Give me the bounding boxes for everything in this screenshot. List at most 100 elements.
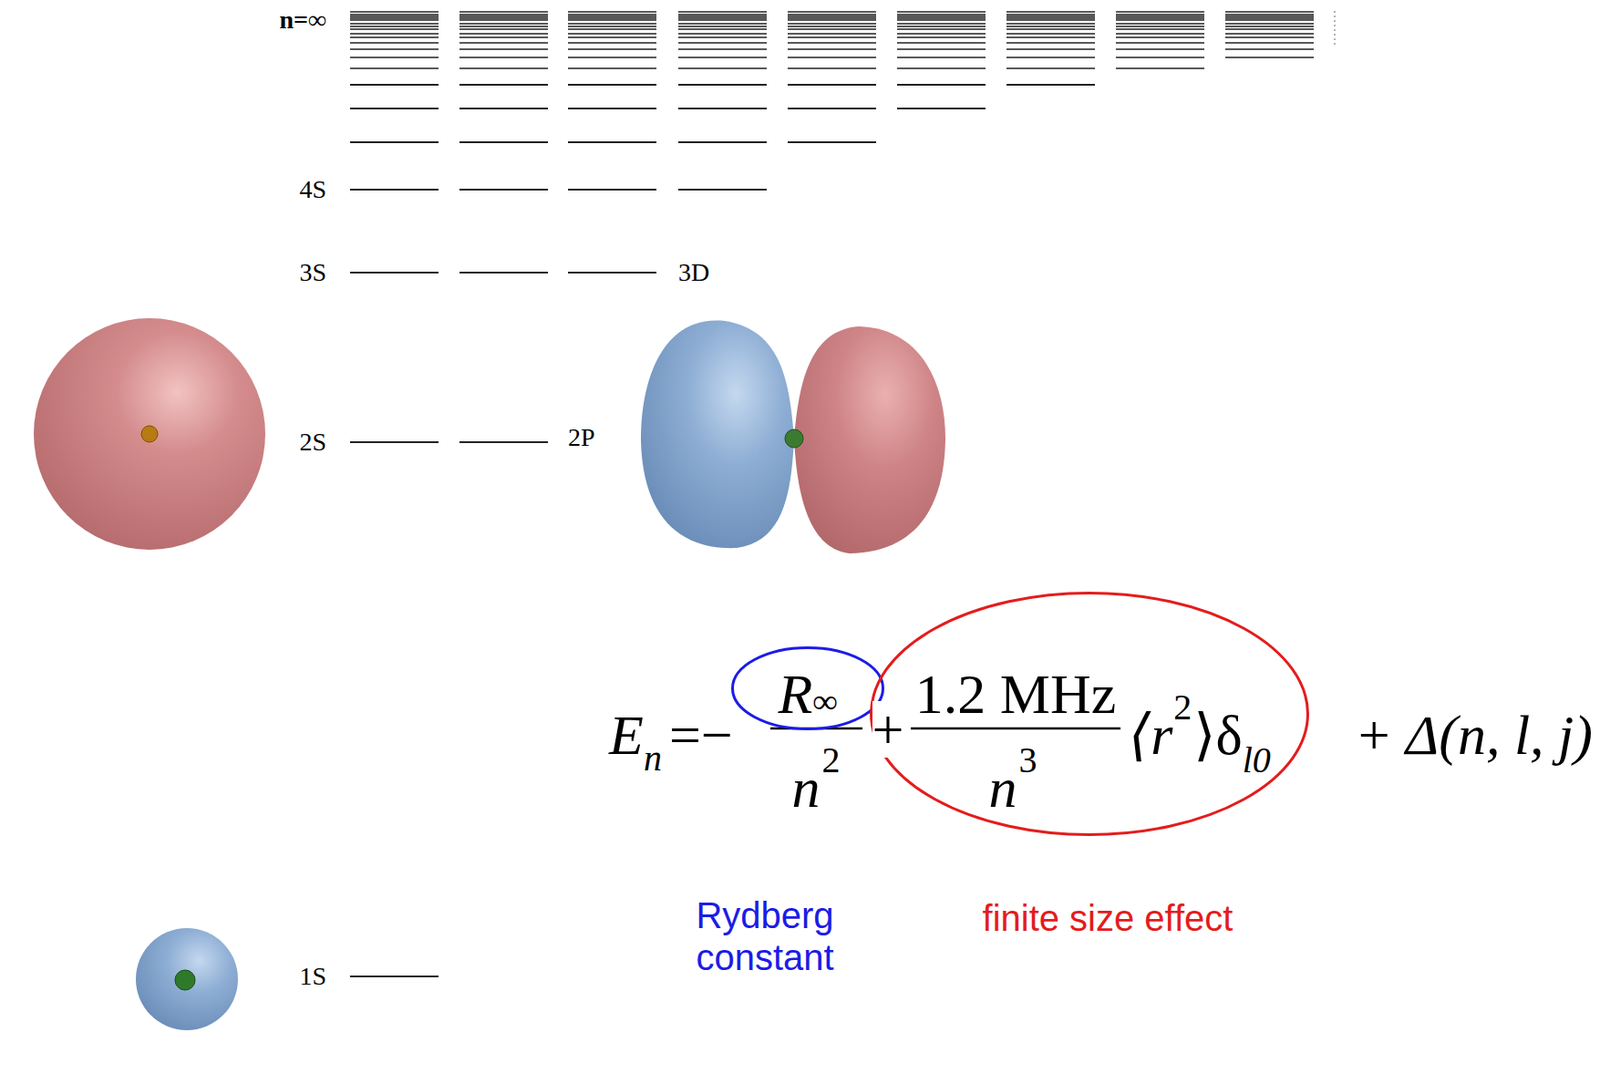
energy-level-line xyxy=(459,19,548,21)
energy-level-line xyxy=(787,15,877,18)
energy-level-line xyxy=(1115,15,1205,18)
energy-level-line xyxy=(787,107,877,110)
energy-level-line xyxy=(459,41,548,44)
energy-level-line xyxy=(459,32,548,35)
energy-level-line xyxy=(459,22,548,25)
formula-symbol: E xyxy=(609,706,644,764)
level-label: 2P xyxy=(567,424,596,451)
energy-level-line xyxy=(897,36,986,39)
energy-level-line xyxy=(1115,67,1205,70)
energy-level-line xyxy=(678,32,767,35)
energy-level-line xyxy=(897,48,986,51)
nucleus-dot xyxy=(141,425,158,443)
energy-level-line xyxy=(350,141,439,144)
energy-level-line xyxy=(678,10,767,13)
energy-level-line xyxy=(459,83,548,86)
energy-level-line xyxy=(459,56,548,59)
energy-level-line xyxy=(350,32,439,35)
energy-level-line xyxy=(678,48,767,51)
energy-level-line xyxy=(1225,48,1314,51)
level-label: 4S xyxy=(299,176,327,203)
energy-level-line xyxy=(567,56,657,59)
energy-level-line xyxy=(350,48,439,51)
energy-level-line xyxy=(350,271,439,274)
energy-level-line xyxy=(459,25,548,28)
energy-level-line xyxy=(567,25,657,28)
energy-level-line xyxy=(1225,13,1314,16)
fraction-bar xyxy=(910,727,1121,731)
level-label: n=∞ xyxy=(279,7,328,33)
energy-level-line xyxy=(787,13,877,16)
energy-level-line xyxy=(678,56,767,59)
energy-level-line xyxy=(1225,36,1314,39)
energy-level-line xyxy=(1115,22,1205,25)
energy-level-line xyxy=(678,13,767,16)
energy-level-line xyxy=(567,10,657,13)
energy-level-line xyxy=(567,67,657,70)
energy-level-line xyxy=(678,141,767,144)
energy-level-line xyxy=(1115,41,1205,44)
energy-level-line xyxy=(897,67,986,70)
formula-symbol: + xyxy=(872,701,905,758)
energy-level-line xyxy=(678,25,767,28)
energy-level-line xyxy=(678,107,767,110)
energy-level-line xyxy=(567,188,657,191)
energy-level-line xyxy=(678,28,767,31)
energy-level-line xyxy=(1225,22,1314,25)
formula-term: + Δ(n, l, j) xyxy=(1354,706,1593,764)
energy-level-line xyxy=(567,41,657,44)
energy-level-line xyxy=(350,67,439,70)
energy-level-line xyxy=(1115,48,1205,51)
energy-level-line xyxy=(350,41,439,44)
energy-level-line xyxy=(1225,17,1314,20)
energy-level-line xyxy=(567,13,657,16)
energy-level-line xyxy=(678,188,767,191)
energy-level-line xyxy=(567,48,657,51)
s-orbital-1s xyxy=(135,928,238,1031)
energy-level-line xyxy=(350,17,439,20)
energy-level-line xyxy=(897,25,986,28)
energy-level-line xyxy=(1006,32,1095,35)
energy-level-line xyxy=(1006,25,1095,28)
energy-level-line xyxy=(1115,56,1205,59)
energy-level-line xyxy=(897,32,986,35)
level-label: 3D xyxy=(678,259,710,286)
energy-level-line xyxy=(1225,32,1314,35)
energy-level-line xyxy=(897,107,986,110)
energy-level-line xyxy=(1006,83,1095,86)
annotation: Rydberg constant xyxy=(695,894,834,979)
energy-level-line xyxy=(678,22,767,25)
energy-level-line xyxy=(787,67,877,70)
formula-subscript: n xyxy=(643,740,662,777)
energy-level-line xyxy=(1225,56,1314,59)
energy-level-line xyxy=(1115,17,1205,20)
formula-term: R∞ xyxy=(778,665,838,723)
energy-level-line xyxy=(459,141,548,144)
energy-level-line xyxy=(459,48,548,51)
energy-level-line xyxy=(1225,10,1314,13)
energy-level-line xyxy=(1225,15,1314,18)
energy-level-line xyxy=(567,17,657,20)
energy-level-line xyxy=(459,15,548,18)
energy-levels xyxy=(350,11,1314,977)
level-label: 3S xyxy=(299,259,327,286)
energy-level-line xyxy=(350,441,439,444)
energy-level-line xyxy=(567,19,657,21)
formula-term: 2 xyxy=(1173,689,1192,726)
energy-level-line xyxy=(897,13,986,16)
energy-level-line xyxy=(897,22,986,25)
p-orbital-lobe xyxy=(640,320,795,549)
energy-level-line xyxy=(350,188,439,191)
nucleus-dot xyxy=(784,429,804,448)
energy-level-line xyxy=(567,271,657,274)
energy-level-line xyxy=(1006,19,1095,21)
energy-level-line xyxy=(1006,17,1095,20)
energy-level-line xyxy=(459,271,548,274)
energy-level-line xyxy=(567,36,657,39)
energy-level-line xyxy=(897,17,986,20)
energy-level-line xyxy=(459,36,548,39)
energy-level-line xyxy=(787,83,877,86)
energy-level-line xyxy=(1006,56,1095,59)
energy-level-line xyxy=(787,17,877,20)
level-label: 1S xyxy=(299,963,327,990)
